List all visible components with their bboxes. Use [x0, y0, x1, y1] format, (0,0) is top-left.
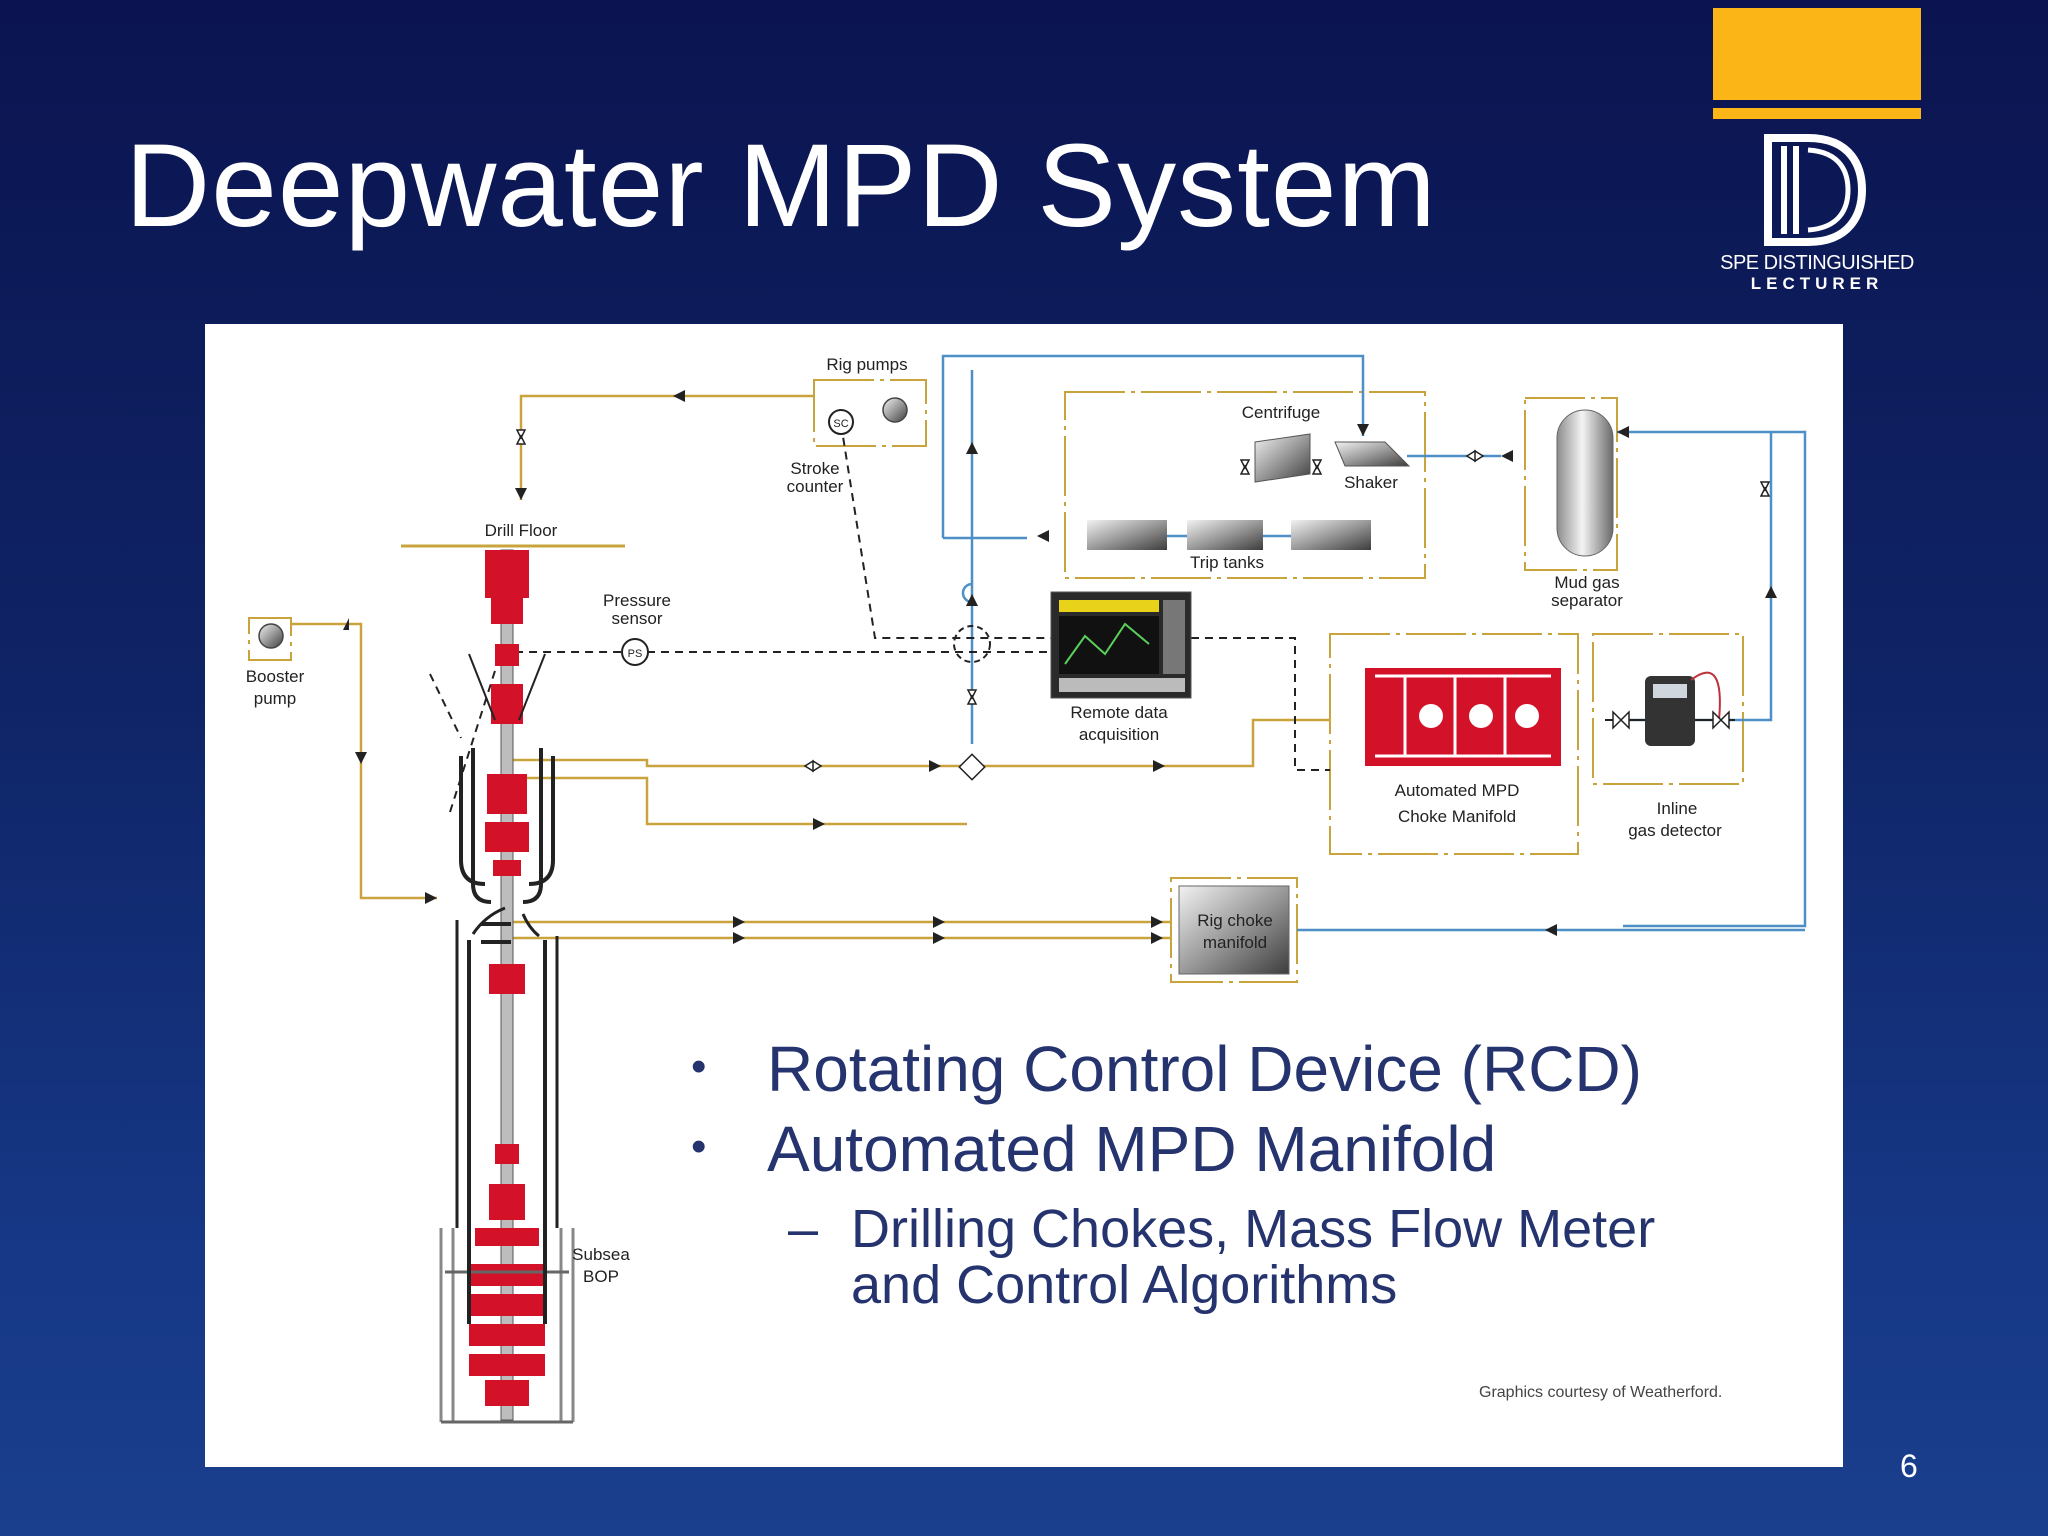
pressure-sensor-label-2: sensor: [611, 609, 662, 628]
spe-d-logo-icon: [1764, 134, 1867, 246]
sub-bullet-line-2: and Control Algorithms: [851, 1255, 1398, 1315]
centrifuge-icon: [1254, 433, 1311, 483]
mpd-system-diagram: SC PS: [246, 354, 1807, 1424]
choke-control-signal: [1191, 637, 1330, 771]
valve-icon: [1759, 481, 1771, 497]
remote-data-label-2: acquisition: [1079, 725, 1159, 744]
separator-feed-line: [1617, 430, 1807, 928]
booster-line: [291, 622, 437, 900]
rig-pump-icon: [882, 397, 908, 423]
booster-pump-icon: [258, 623, 284, 649]
rig-pumps-label: Rig pumps: [826, 355, 907, 374]
rig-choke-label-1: Rig choke: [1197, 911, 1273, 930]
pressure-sensor-label-1: Pressure: [603, 591, 671, 610]
logo-text-line2: LECTURER: [1750, 274, 1884, 293]
logo-text-line1: SPE DISTINGUISHED: [1720, 252, 1914, 274]
bullet-rcd: Rotating Control Device (RCD): [767, 1033, 1642, 1105]
mpd-inlet-line: [981, 718, 1330, 768]
valve-icon: [1465, 449, 1485, 463]
remote-data-acquisition-icon: [1050, 591, 1192, 699]
rcd-signal: [449, 651, 631, 813]
drill-floor-label: Drill Floor: [485, 521, 558, 540]
pressure-sensor-icon: [621, 638, 649, 666]
rig-choke-manifold-icon: [1178, 885, 1290, 975]
rcd-flow-line-1: [505, 758, 981, 768]
trip-tank-3: [1291, 520, 1371, 550]
booster-pump-box: [248, 617, 292, 661]
valve-icon: [515, 429, 527, 445]
stroke-counter-label-1: Stroke: [790, 459, 839, 478]
crossover-icon: [953, 625, 991, 663]
centrifuge-label: Centrifuge: [1242, 403, 1320, 422]
graphics-credit: Graphics courtesy of Weatherford.: [1479, 1384, 1723, 1401]
rig-pumps-box: [813, 379, 927, 447]
subsea-bop-label-2: BOP: [583, 1267, 619, 1286]
booster-pump-label-1: Booster: [246, 667, 305, 686]
mud-gas-separator-label-2: separator: [1551, 591, 1623, 610]
automated-choke-manifold-icon: [1365, 668, 1561, 766]
gas-detector-box: [1592, 633, 1744, 785]
sc-symbol-label: SC: [833, 418, 848, 430]
trip-tank-2: [1187, 520, 1263, 550]
valve-icon: [1311, 459, 1323, 475]
diagram-panel: SC PS: [205, 324, 1843, 1467]
pump-to-floor-line: [519, 394, 814, 500]
bullet-marker: •: [691, 1042, 707, 1091]
rcd-signal-2: [429, 673, 462, 739]
riser-stack: [439, 549, 575, 1424]
slide-title: Deepwater MPD System: [125, 120, 1437, 252]
valve-icon: [803, 759, 823, 773]
shaker-icon: [1334, 441, 1411, 467]
mud-gas-separator-box: [1524, 397, 1618, 571]
sub-bullet-line-1: Drilling Chokes, Mass Flow Meter: [851, 1199, 1656, 1259]
remote-data-label-1: Remote data: [1070, 703, 1168, 722]
inline-gas-detector-icon: [1605, 671, 1735, 746]
logo-accent-stripe: [1713, 108, 1921, 119]
junction-icon: [958, 753, 986, 781]
rcd-flow-line-2: [505, 776, 967, 826]
sub-bullet-marker: –: [788, 1199, 819, 1259]
gas-detector-label-1: Inline: [1657, 799, 1698, 818]
bullet-marker: •: [691, 1122, 707, 1171]
choke-manifold-label-1: Automated MPD: [1395, 781, 1520, 800]
return-line-top: [941, 354, 1365, 538]
ps-symbol-label: PS: [628, 648, 643, 660]
subsea-bop-label-1: Subsea: [572, 1245, 630, 1264]
choke-manifold-box: [1329, 633, 1579, 855]
trip-tanks-label: Trip tanks: [1190, 553, 1264, 572]
valve-icon: [1239, 459, 1251, 475]
stroke-counter-icon: [828, 409, 854, 435]
logo-accent-bar: [1713, 8, 1921, 100]
mud-gas-separator-label-1: Mud gas: [1554, 573, 1619, 592]
trip-tank-1: [1087, 520, 1167, 550]
choke-manifold-label-2: Choke Manifold: [1398, 807, 1516, 826]
mud-gas-separator-icon: [1556, 409, 1614, 557]
valve-icon: [966, 689, 978, 705]
page-number: 6: [1900, 1448, 1918, 1484]
gas-detector-label-2: gas detector: [1628, 821, 1722, 840]
booster-pump-label-2: pump: [254, 689, 297, 708]
return-line-riser: [961, 370, 974, 744]
bullet-mpd-manifold: Automated MPD Manifold: [767, 1113, 1497, 1185]
stroke-counter-signal: [840, 423, 1051, 639]
rig-choke-label-2: manifold: [1203, 933, 1267, 952]
shaker-label: Shaker: [1344, 473, 1398, 492]
stroke-counter-label-2: counter: [787, 477, 844, 496]
shaker-centrifuge-box: [1064, 391, 1426, 579]
